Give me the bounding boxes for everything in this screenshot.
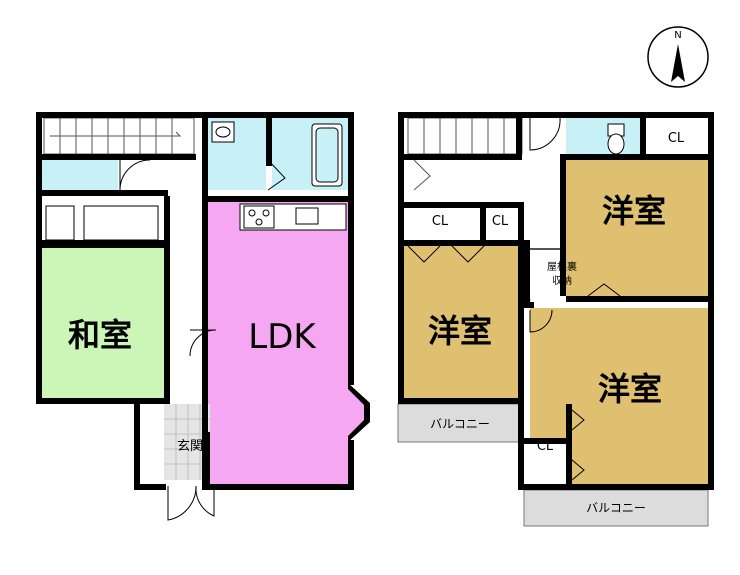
- attic-storage-label-1: 屋根裏: [547, 260, 577, 273]
- washitsu-room: [42, 248, 164, 398]
- walls-2f: [398, 112, 714, 490]
- storage-1f: [42, 160, 118, 190]
- staircase-1f: [43, 117, 195, 155]
- ldk-room: [208, 202, 348, 486]
- balcony-left-label: バルコニー: [430, 417, 490, 431]
- closet-label-toilet: CL: [668, 131, 685, 146]
- genkan-label: 玄関: [177, 439, 203, 454]
- bathtub-icon: [311, 123, 343, 187]
- compass: N: [647, 26, 709, 88]
- compass-north-label: N: [674, 30, 681, 41]
- floor-1: 和室 LDK 玄関: [36, 112, 370, 521]
- balcony-left: [397, 403, 521, 443]
- closet-lines-1f: [45, 205, 159, 241]
- washbasin-icon: [211, 121, 235, 143]
- yoshitsu-right-room: [530, 308, 708, 486]
- yoshitsu-right-label: 洋室: [598, 370, 662, 408]
- ldk-label: LDK: [248, 317, 317, 357]
- closet-label-right: CL: [537, 439, 554, 454]
- yoshitsu-left-label: 洋室: [428, 312, 492, 350]
- balcony-bottom: [523, 489, 709, 527]
- ldk-bay-window: [348, 385, 368, 440]
- yoshitsu-top-room: [566, 160, 708, 296]
- staircase-2f: [407, 117, 523, 191]
- floor-2: 洋室 洋室 洋室 CL CL CL CL 屋根裏 収納 バルコニー バルコニー: [397, 112, 714, 527]
- attic-storage-label-2: 収納: [552, 274, 572, 287]
- closet-label-1: CL: [432, 214, 449, 229]
- stove-icon: [243, 205, 275, 229]
- doors-2f: [407, 117, 621, 481]
- compass-needle-icon: [671, 44, 685, 82]
- washitsu-label: 和室: [68, 316, 132, 354]
- kitchen-counter: [239, 203, 347, 231]
- walls-1f: [36, 112, 370, 490]
- toilet-icon: [607, 123, 625, 155]
- toilet-room: [566, 118, 640, 158]
- closet-label-2: CL: [492, 214, 509, 229]
- sink-icon: [295, 207, 319, 225]
- doors-1f: [119, 159, 286, 521]
- yoshitsu-left-room: [404, 246, 518, 402]
- balcony-bottom-label: バルコニー: [586, 501, 646, 515]
- yoshitsu-top-label: 洋室: [602, 192, 666, 230]
